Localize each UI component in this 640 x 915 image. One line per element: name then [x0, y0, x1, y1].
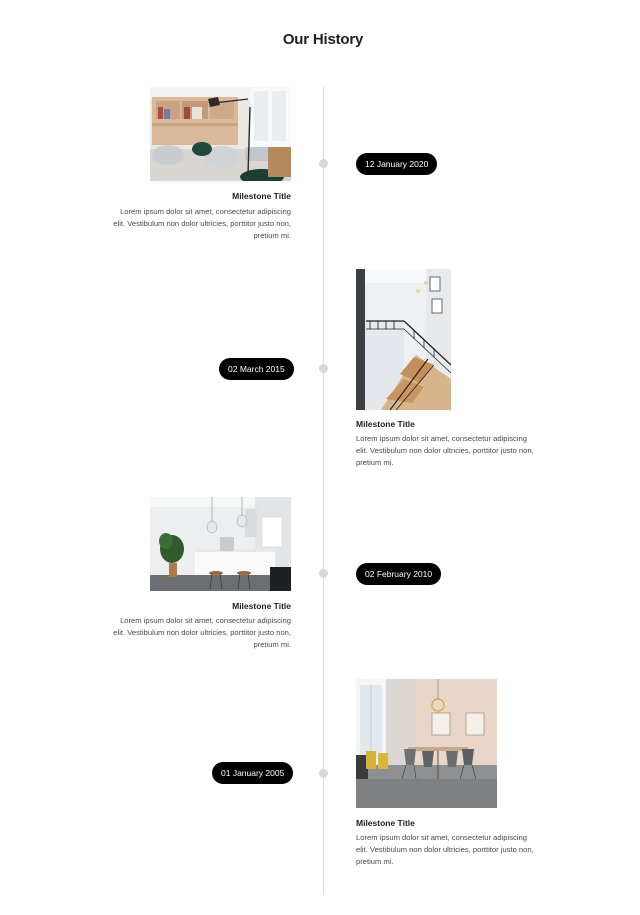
living-room-photo	[150, 87, 291, 181]
dining-room-photo	[356, 679, 497, 808]
milestone-date-badge: 02 February 2010	[356, 563, 442, 585]
milestone-title: Milestone Title	[356, 419, 415, 429]
timeline-dot	[319, 159, 328, 168]
milestone-description: Lorem ipsum dolor sit amet, consectetur …	[356, 434, 534, 467]
timeline-dot	[319, 569, 328, 578]
staircase-photo	[356, 269, 451, 410]
timeline-line	[323, 87, 324, 895]
milestone-title: Milestone Title	[232, 601, 291, 611]
milestone-title: Milestone Title	[232, 191, 291, 201]
page-title: Our History	[282, 31, 364, 48]
milestone-description: Lorem ipsum dolor sit amet, consectetur …	[356, 833, 534, 866]
milestone-date-badge: 02 March 2015	[219, 358, 294, 380]
milestone-description: Lorem ipsum dolor sit amet, consectetur …	[113, 616, 291, 649]
milestone-date-badge: 01 January 2005	[212, 762, 294, 784]
timeline-dot	[319, 364, 328, 373]
milestone-title: Milestone Title	[356, 818, 415, 828]
milestone-date-badge: 12 January 2020	[356, 153, 438, 175]
milestone-description: Lorem ipsum dolor sit amet, consectetur …	[113, 207, 291, 240]
timeline-dot	[319, 769, 328, 778]
kitchen-photo	[150, 497, 291, 591]
